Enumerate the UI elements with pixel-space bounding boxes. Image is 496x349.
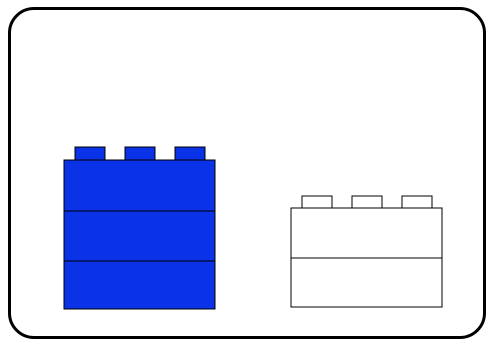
white-brick-bottom	[291, 258, 442, 307]
blue-stud-1	[75, 147, 105, 160]
blue-stud-2	[125, 147, 155, 160]
white-brick-top	[291, 208, 442, 258]
white-brick-stack	[291, 196, 442, 307]
blue-brick-middle	[64, 211, 215, 261]
blue-brick-bottom	[64, 261, 215, 309]
white-stud-2	[352, 196, 382, 208]
blue-stud-3	[175, 147, 205, 160]
blue-brick-top	[64, 160, 215, 211]
blue-brick-stack	[64, 147, 215, 309]
white-stud-1	[302, 196, 332, 208]
white-stud-3	[402, 196, 432, 208]
